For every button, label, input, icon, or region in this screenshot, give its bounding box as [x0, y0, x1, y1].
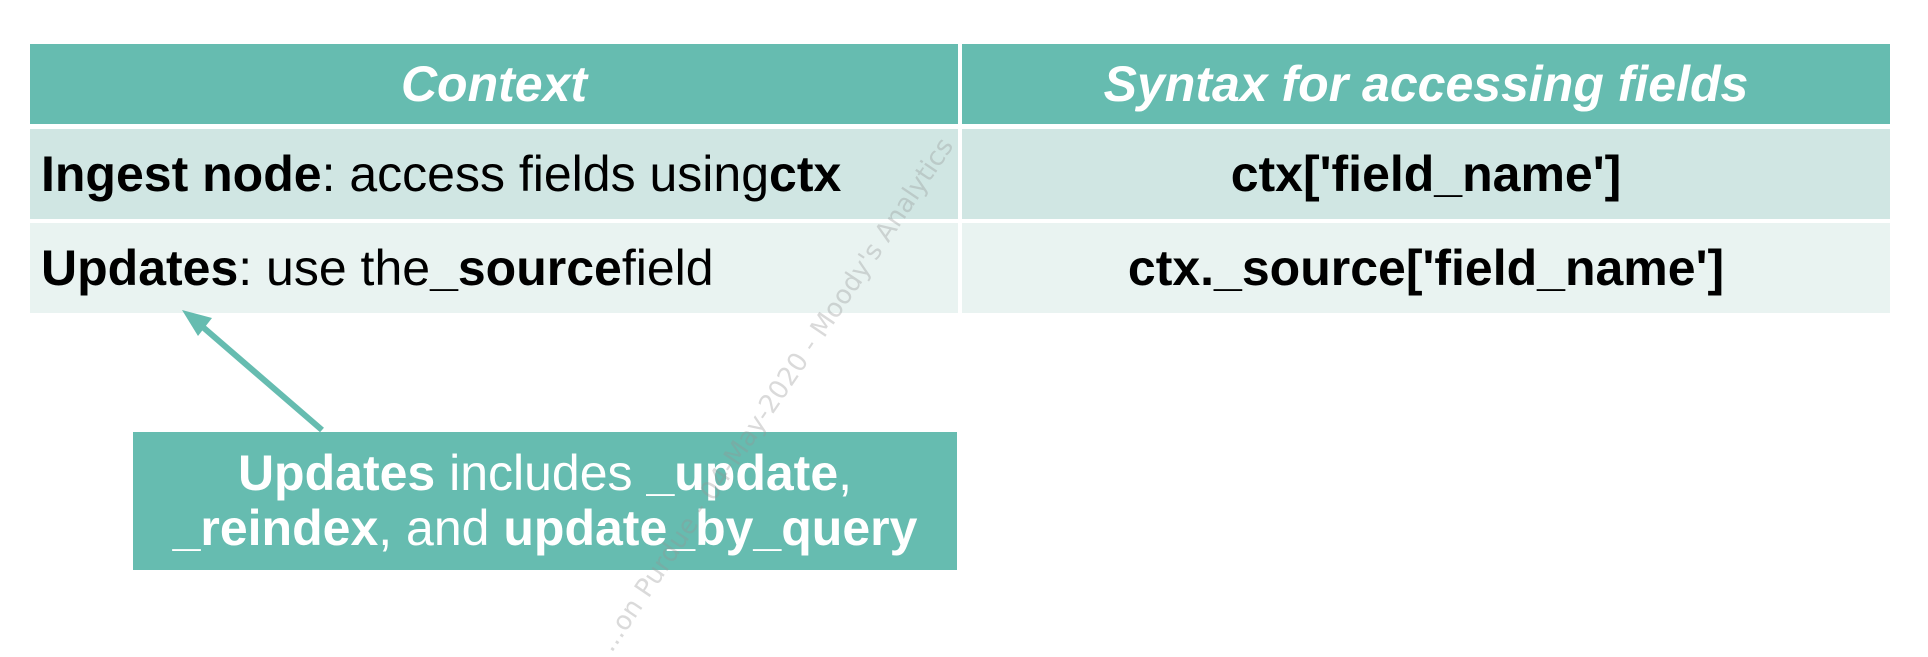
callout-bold-reindex: _reindex [172, 500, 379, 556]
context-text-end: field [621, 240, 714, 296]
updates-callout: Updates includes _update, _reindex, and u… [133, 432, 957, 570]
callout-bold-update-by-query: update_by_query [503, 500, 918, 556]
syntax-cell: ctx['field_name'] [962, 129, 1890, 219]
context-bold-term: ctx [769, 146, 842, 202]
table-row: Updates: use the _source field ctx._sour… [30, 223, 1890, 313]
syntax-cell: ctx._source['field_name'] [962, 223, 1890, 313]
header-context: Context [30, 44, 958, 124]
context-syntax-table: Context Syntax for accessing fields Inge… [30, 44, 1890, 317]
context-bold-term: _source [430, 240, 622, 296]
header-syntax: Syntax for accessing fields [962, 44, 1890, 124]
callout-text: , [838, 445, 853, 501]
context-cell: Ingest node: access fields using ctx [30, 129, 958, 219]
callout-bold-updates: Updates [237, 445, 436, 501]
table-row: Ingest node: access fields using ctx ctx… [30, 129, 1890, 219]
context-bold-label: Ingest node [41, 146, 322, 202]
context-text: : use the [238, 240, 431, 296]
callout-bold-update: _update [646, 445, 839, 501]
context-text: : access fields using [321, 146, 770, 202]
context-bold-label: Updates [41, 240, 239, 296]
callout-text: includes [435, 445, 647, 501]
context-cell: Updates: use the _source field [30, 223, 958, 313]
table-header-row: Context Syntax for accessing fields [30, 44, 1890, 124]
callout-text: , and [378, 500, 504, 556]
